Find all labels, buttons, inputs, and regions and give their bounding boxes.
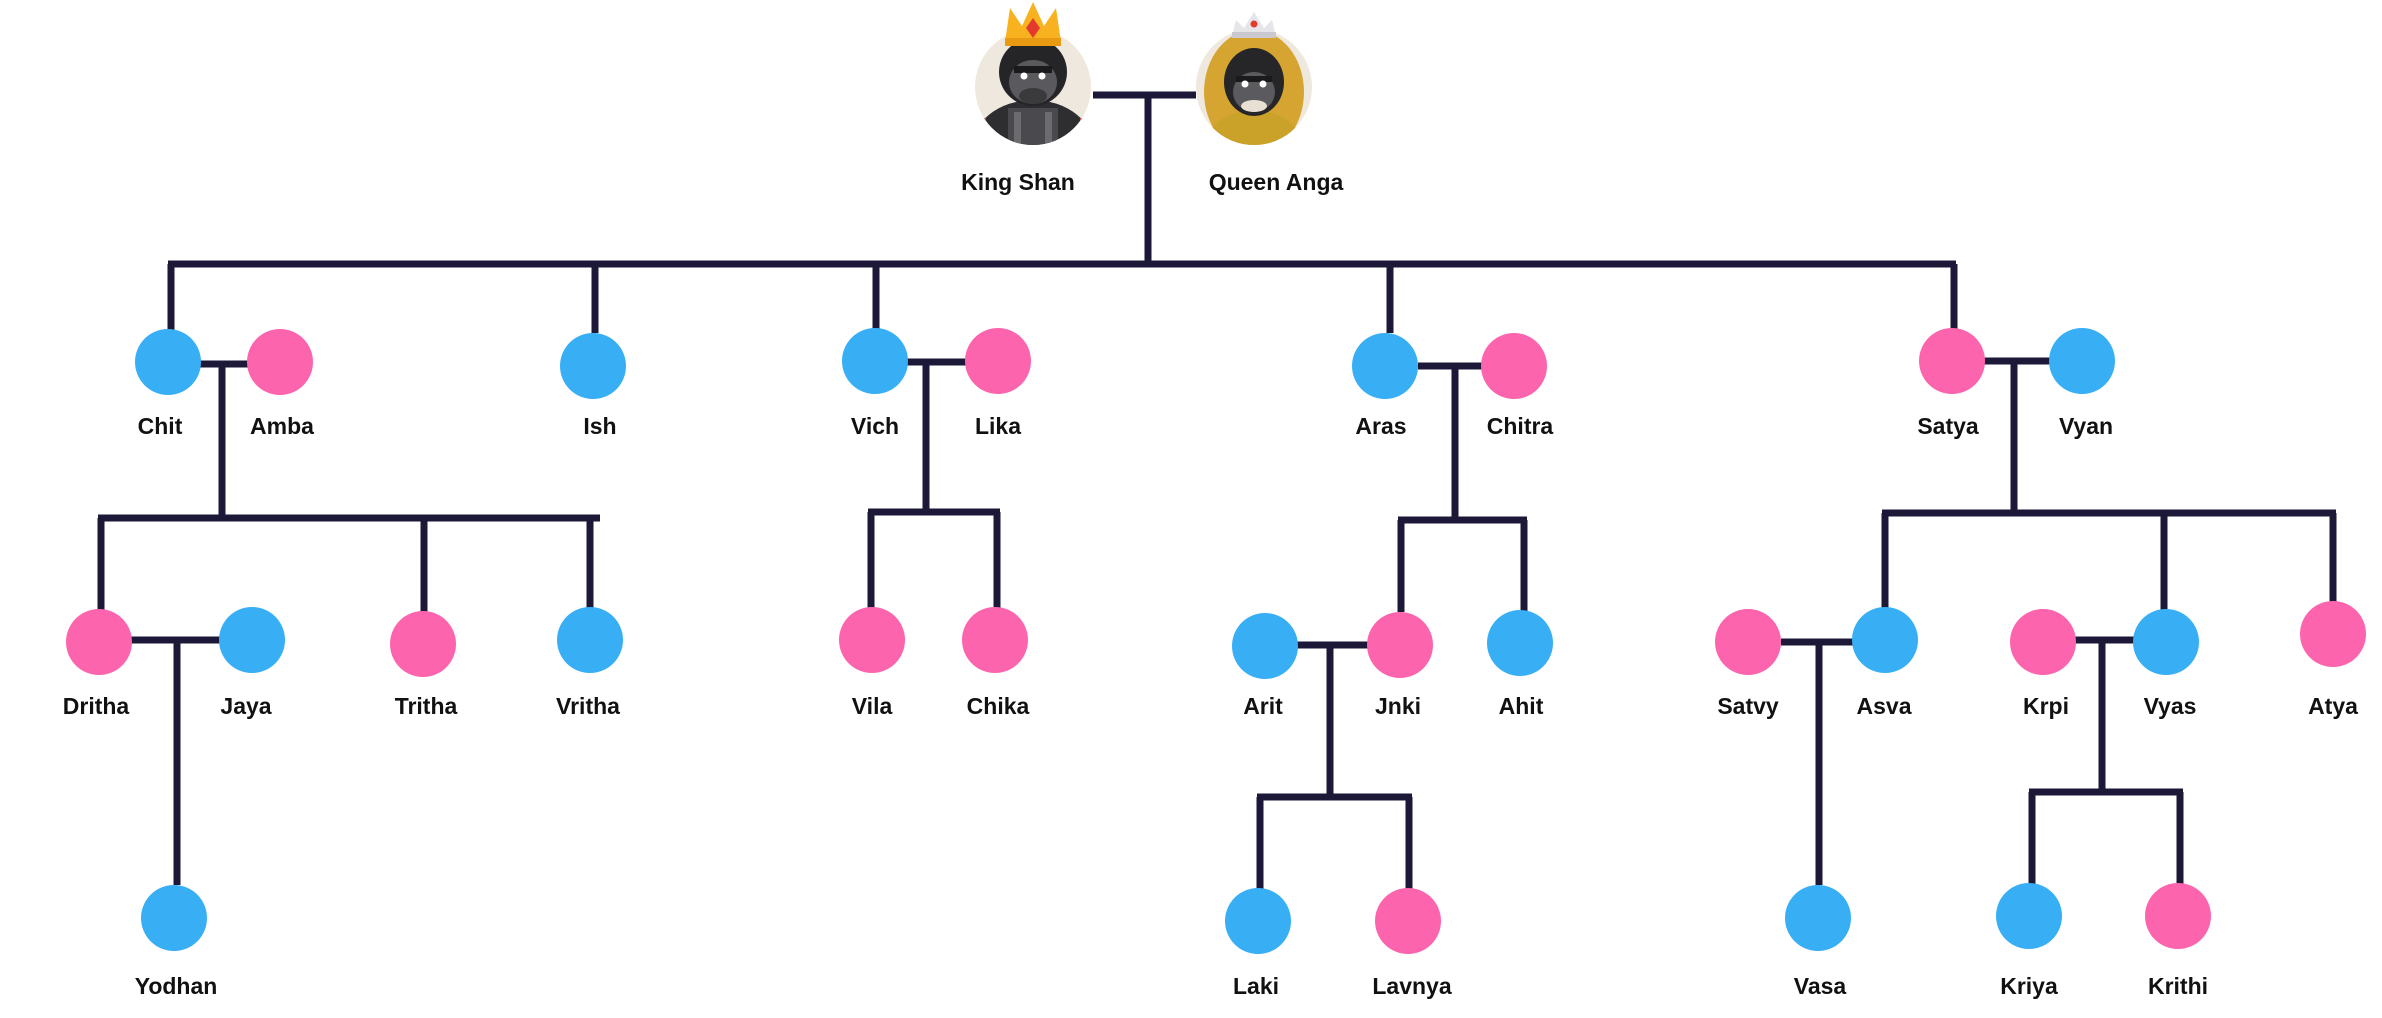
member-node-vasa [1785, 885, 1851, 951]
member-label-satya: Satya [1917, 413, 1979, 439]
member-node-dritha [66, 609, 132, 675]
member-label-yodhan: Yodhan [135, 973, 218, 999]
member-node-krpi [2010, 609, 2076, 675]
member-label-vich: Vich [851, 413, 899, 439]
member-node-asva [1852, 607, 1918, 673]
member-label-kriya: Kriya [2000, 973, 2058, 999]
member-label-laki: Laki [1233, 973, 1279, 999]
member-label-chika: Chika [967, 693, 1030, 719]
member-label-jaya: Jaya [220, 693, 271, 719]
member-node-vich [842, 328, 908, 394]
member-label-vasa: Vasa [1794, 973, 1847, 999]
member-label-vyan: Vyan [2059, 413, 2113, 439]
member-label-chitra: Chitra [1487, 413, 1554, 439]
king-shan-label: King Shan [961, 169, 1075, 195]
member-label-ish: Ish [583, 413, 616, 439]
member-node-atya [2300, 601, 2366, 667]
tree-connectors [97, 91, 2337, 892]
member-node-satvy [1715, 609, 1781, 675]
member-node-chit [135, 329, 201, 395]
member-node-vritha [557, 607, 623, 673]
member-node-aras [1352, 333, 1418, 399]
member-label-dritha: Dritha [63, 693, 130, 719]
member-label-jnki: Jnki [1375, 693, 1421, 719]
member-label-aras: Aras [1355, 413, 1406, 439]
queen-anga-avatar [1196, 12, 1312, 145]
member-node-chitra [1481, 333, 1547, 399]
member-node-arit [1232, 613, 1298, 679]
member-label-vyas: Vyas [2144, 693, 2197, 719]
queen-anga-label: Queen Anga [1209, 169, 1344, 195]
member-node-yodhan [141, 885, 207, 951]
member-label-vila: Vila [852, 693, 893, 719]
member-node-krithi [2145, 883, 2211, 949]
member-node-lavnya [1375, 888, 1441, 954]
member-label-satvy: Satvy [1717, 693, 1779, 719]
member-label-arit: Arit [1243, 693, 1283, 719]
member-label-ahit: Ahit [1499, 693, 1544, 719]
member-node-kriya [1996, 883, 2062, 949]
member-label-lavnya: Lavnya [1372, 973, 1451, 999]
member-node-ish [560, 333, 626, 399]
member-node-vyas [2133, 609, 2199, 675]
member-label-krpi: Krpi [2023, 693, 2069, 719]
member-node-laki [1225, 888, 1291, 954]
member-label-krithi: Krithi [2148, 973, 2208, 999]
member-label-asva: Asva [1857, 693, 1912, 719]
gorilla-queen-icon [1196, 12, 1312, 145]
member-label-amba: Amba [250, 413, 314, 439]
member-node-vila [839, 607, 905, 673]
member-label-tritha: Tritha [395, 693, 458, 719]
member-label-vritha: Vritha [556, 693, 620, 719]
member-label-atya: Atya [2308, 693, 2358, 719]
member-node-chika [962, 607, 1028, 673]
member-node-satya [1919, 328, 1985, 394]
member-label-lika: Lika [975, 413, 1021, 439]
member-node-lika [965, 328, 1031, 394]
member-label-chit: Chit [138, 413, 183, 439]
member-node-jnki [1367, 612, 1433, 678]
member-nodes: Chit Amba Ish Vich Lika Aras Chitra Satya VyanDr… [63, 328, 2366, 999]
member-node-amba [247, 329, 313, 395]
member-node-vyan [2049, 328, 2115, 394]
member-node-ahit [1487, 610, 1553, 676]
member-node-tritha [390, 611, 456, 677]
member-node-jaya [219, 607, 285, 673]
